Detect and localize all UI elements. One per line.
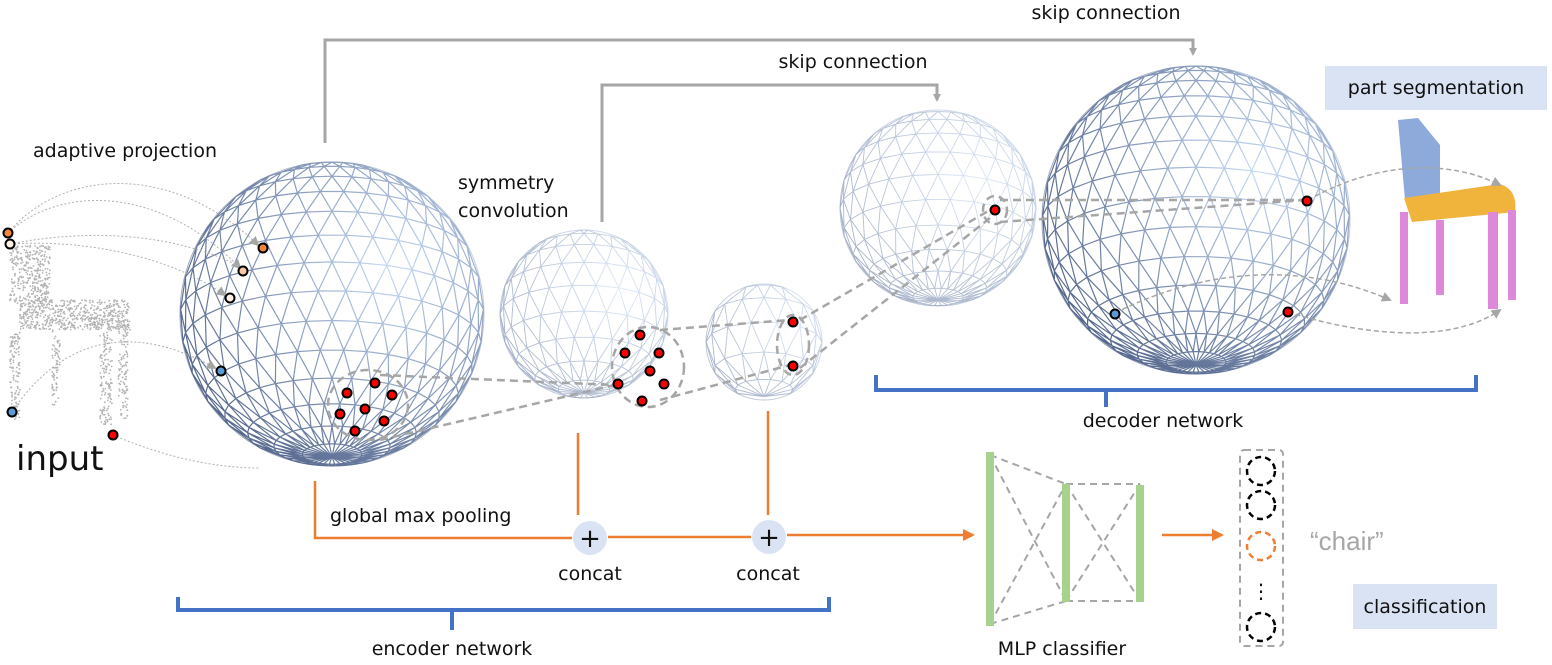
kernel-point: [369, 377, 381, 389]
concat-node-2: +: [752, 520, 786, 554]
seg-part-leg: [1400, 212, 1408, 304]
concat-label-1: concat: [558, 563, 622, 585]
decoder-bracket: [874, 375, 1478, 407]
symmetry-convolution-label-line2: convolution: [458, 200, 569, 222]
input-point: [2, 227, 14, 239]
part-segmentation-label: part segmentation: [1325, 66, 1547, 110]
projected-point: [237, 265, 249, 277]
global-max-pooling-label: global max pooling: [330, 505, 511, 527]
kernel-point: [349, 425, 361, 437]
decoder-point: [1109, 308, 1121, 320]
ellipsis: ⋮: [1251, 579, 1271, 603]
encoder-bracket: [176, 597, 831, 630]
seg-part-leg: [1488, 212, 1498, 309]
kernel-point: [787, 360, 799, 372]
mlp-classifier: [986, 452, 1144, 626]
skip-connection-outer-label: skip connection: [1032, 2, 1181, 24]
kernel-point: [644, 365, 656, 377]
input-point: [6, 406, 18, 418]
sphere-decoder-2: [1041, 65, 1351, 375]
kernel-point: [334, 408, 346, 420]
kernel-point: [386, 389, 398, 401]
kernel-point: [619, 347, 631, 359]
kernel-point: [653, 347, 665, 359]
mlp-layer-2: [1062, 484, 1070, 602]
mlp-classifier-label: MLP classifier: [998, 638, 1127, 660]
feature-points: [2, 195, 1313, 441]
seg-part-seat: [1404, 184, 1516, 222]
skip-connection-inner: [600, 83, 941, 222]
kernel-point: [658, 378, 670, 390]
input-point: [4, 238, 16, 250]
adaptive-projection-label: adaptive projection: [33, 140, 217, 162]
kernel-point: [341, 387, 353, 399]
encoder-network-label: encoder network: [372, 638, 533, 660]
decoder-network-label: decoder network: [1083, 410, 1244, 432]
seg-part-back: [1398, 118, 1440, 200]
sphere-decoder-1: [839, 109, 1037, 307]
concat-symbol-2: +: [758, 523, 780, 553]
kernel-point: [359, 403, 371, 415]
decoder-point: [1282, 306, 1294, 318]
skip-connection-inner-label: skip connection: [779, 51, 928, 73]
kernel-point: [634, 329, 646, 341]
classification-label: classification: [1353, 584, 1497, 629]
input-label: input: [16, 439, 103, 479]
seg-part-leg: [1436, 220, 1444, 295]
predicted-class-node: [1245, 530, 1277, 562]
concat-label-2: concat: [736, 563, 800, 585]
projected-point: [224, 292, 236, 304]
mlp-layer-1: [986, 452, 994, 626]
sphere-encoder-1: [179, 161, 485, 467]
seg-part-leg: [1508, 210, 1516, 300]
concat-symbol-1: +: [579, 524, 601, 554]
global-max-pooling-path: [313, 411, 1224, 541]
projected-point: [215, 365, 227, 377]
decoder-point: [989, 204, 1001, 216]
input-point: [107, 429, 119, 441]
kernel-point: [787, 316, 799, 328]
skip-connection-outer: [323, 38, 1197, 143]
sphere-encoder-2: [499, 229, 669, 399]
decoder-point: [1301, 195, 1313, 207]
segmented-point-cloud: [1398, 118, 1516, 309]
symmetry-links: [326, 194, 1306, 442]
kernel-point: [378, 415, 390, 427]
input-point-cloud: [9, 244, 131, 426]
kernel-point: [636, 395, 648, 407]
output-logits: ⋮: [1239, 449, 1284, 647]
concat-node-1: +: [573, 521, 607, 555]
symmetry-convolution-label-line1: symmetry: [458, 172, 554, 194]
projection-curves: [7, 183, 261, 469]
mlp-layer-3: [1136, 485, 1144, 602]
projected-point: [257, 242, 269, 254]
output-class-label: “chair”: [1310, 526, 1384, 556]
segmentation-curves: [1114, 167, 1502, 334]
kernel-point: [612, 378, 624, 390]
